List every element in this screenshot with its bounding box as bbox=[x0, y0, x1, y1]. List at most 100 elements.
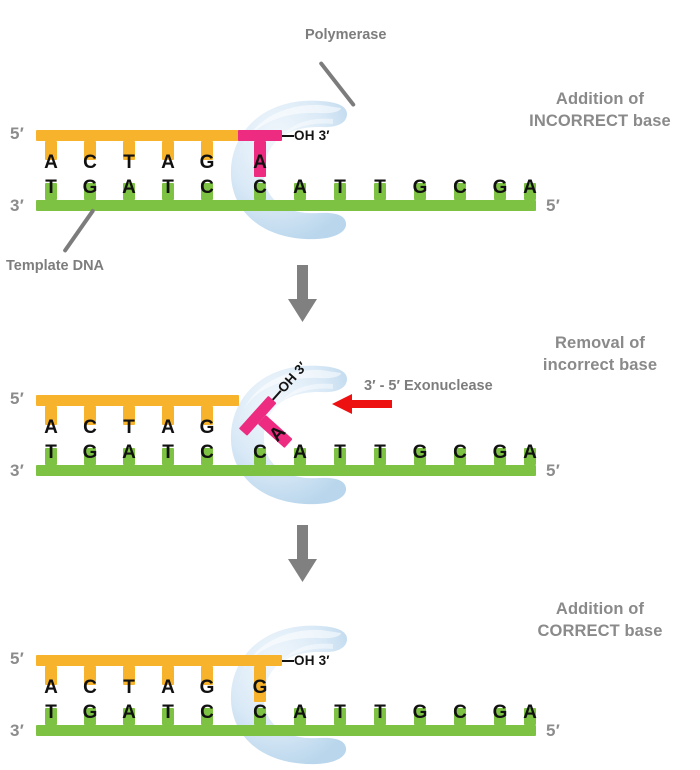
template-base-stem bbox=[254, 183, 266, 200]
template-base-stem bbox=[123, 183, 135, 200]
template-base-letter: G bbox=[412, 442, 428, 463]
template-base-stem bbox=[414, 183, 426, 200]
template-base-stem bbox=[524, 448, 536, 465]
incorrect-base-cap bbox=[238, 130, 282, 141]
step1-caption-line2: INCORRECT base bbox=[529, 112, 671, 131]
step2-caption-line2: incorrect base bbox=[542, 356, 658, 375]
template-base-letter: C bbox=[453, 177, 467, 198]
template-base-letter: C bbox=[253, 702, 267, 723]
template-base-stem bbox=[123, 448, 135, 465]
step1-caption-line1: Addition of bbox=[555, 90, 645, 108]
template-base-stem bbox=[294, 183, 306, 200]
new-base-letter: G bbox=[199, 152, 215, 173]
new-base-stem bbox=[162, 666, 174, 685]
new-base-letter: G bbox=[199, 677, 215, 698]
template-base-letter: T bbox=[162, 702, 174, 723]
template-base-stem bbox=[334, 708, 346, 725]
new-strand-backbone bbox=[36, 395, 239, 406]
template-base-letter: T bbox=[374, 177, 386, 198]
new-base-letter: A bbox=[161, 152, 175, 173]
template-base-stem bbox=[524, 708, 536, 725]
incorrect-base-letter: A bbox=[253, 152, 267, 173]
step3-caption: Addition of CORRECT base bbox=[510, 598, 690, 643]
end-label-5prime-right: 5′ bbox=[546, 196, 561, 215]
end-label-5prime-right: 5′ bbox=[546, 461, 561, 480]
template-base-letter: C bbox=[200, 177, 214, 198]
new-base-letter: T bbox=[123, 677, 135, 698]
new-base-stem bbox=[84, 666, 96, 685]
template-base-letter: A bbox=[293, 702, 307, 723]
template-base-letter: G bbox=[492, 702, 508, 723]
new-base-stem bbox=[45, 666, 57, 685]
new-base-letter: A bbox=[161, 417, 175, 438]
new-base-letter: A bbox=[44, 152, 58, 173]
new-base-stem bbox=[84, 141, 96, 160]
template-base-letter: G bbox=[492, 177, 508, 198]
template-base-letter: G bbox=[412, 702, 428, 723]
template-base-letter: T bbox=[162, 177, 174, 198]
template-base-letter: A bbox=[523, 442, 537, 463]
template-base-letter: G bbox=[82, 702, 98, 723]
oh-tick bbox=[282, 135, 294, 137]
template-base-letter: C bbox=[253, 442, 267, 463]
template-base-letter: T bbox=[45, 442, 57, 463]
oh-tick bbox=[282, 660, 294, 662]
template-base-letter: T bbox=[45, 177, 57, 198]
template-base-stem bbox=[45, 183, 57, 200]
template-base-letter: T bbox=[334, 442, 346, 463]
new-base-letter: G bbox=[252, 677, 268, 698]
end-label-5prime-top: 5′ bbox=[10, 649, 25, 668]
template-base-stem bbox=[84, 448, 96, 465]
polymerase-icon bbox=[230, 625, 347, 765]
step3-caption-line2: CORRECT base bbox=[537, 622, 663, 641]
new-base-letter: C bbox=[83, 417, 97, 438]
new-base-letter: G bbox=[199, 417, 215, 438]
template-base-stem bbox=[374, 708, 386, 725]
template-base-letter: A bbox=[523, 177, 537, 198]
end-label-3prime-bottom: 3′ bbox=[10, 721, 25, 740]
template-strand-backbone bbox=[36, 465, 536, 476]
template-base-stem bbox=[201, 183, 213, 200]
template-base-letter: A bbox=[122, 702, 136, 723]
template-base-stem bbox=[84, 708, 96, 725]
template-strand-backbone bbox=[36, 200, 536, 211]
template-base-letter: C bbox=[453, 442, 467, 463]
new-base-letter: C bbox=[83, 152, 97, 173]
template-base-stem bbox=[524, 183, 536, 200]
step2-caption: Removal of incorrect base bbox=[510, 332, 690, 377]
template-base-stem bbox=[45, 448, 57, 465]
template-base-stem bbox=[414, 708, 426, 725]
new-base-stem bbox=[201, 141, 213, 160]
template-base-stem bbox=[162, 183, 174, 200]
incorrect-base-stem bbox=[254, 141, 266, 177]
end-label-5prime-top: 5′ bbox=[10, 389, 25, 408]
new-base-stem bbox=[254, 666, 266, 702]
new-strand-backbone bbox=[36, 130, 239, 141]
template-base-stem bbox=[201, 448, 213, 465]
new-base-stem bbox=[123, 141, 135, 160]
template-base-stem bbox=[454, 448, 466, 465]
template-base-stem bbox=[494, 448, 506, 465]
template-base-stem bbox=[254, 708, 266, 725]
template-base-stem bbox=[454, 183, 466, 200]
template-base-stem bbox=[123, 708, 135, 725]
template-base-letter: T bbox=[45, 702, 57, 723]
new-base-letter: A bbox=[161, 677, 175, 698]
template-base-letter: A bbox=[523, 702, 537, 723]
polymerase-callout-label: Polymerase bbox=[305, 27, 387, 43]
template-base-letter: T bbox=[374, 442, 386, 463]
new-base-stem bbox=[201, 666, 213, 685]
template-base-letter: A bbox=[293, 442, 307, 463]
step3-caption-line1: Addition of bbox=[555, 600, 645, 618]
new-base-stem bbox=[123, 666, 135, 685]
step1-caption: Addition of INCORRECT base bbox=[510, 88, 690, 133]
template-base-stem bbox=[201, 708, 213, 725]
template-base-letter: C bbox=[200, 442, 214, 463]
new-base-letter: T bbox=[123, 417, 135, 438]
template-base-letter: T bbox=[334, 702, 346, 723]
template-base-stem bbox=[334, 448, 346, 465]
template-base-letter: A bbox=[122, 177, 136, 198]
new-base-stem bbox=[162, 406, 174, 425]
new-base-stem bbox=[45, 406, 57, 425]
